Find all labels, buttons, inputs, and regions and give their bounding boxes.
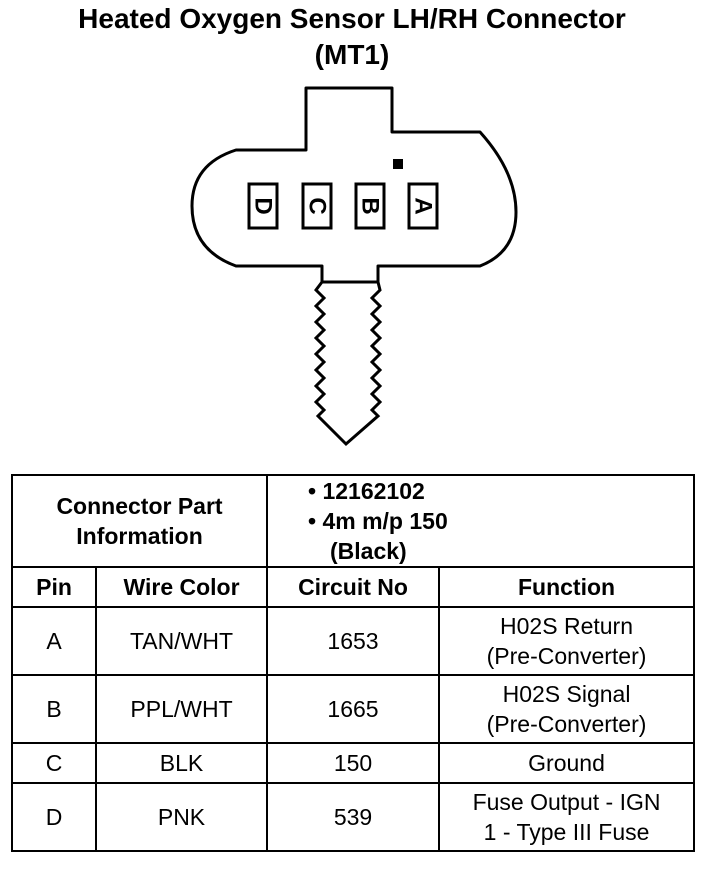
cell-circuit: 1665 [266,674,441,744]
part-info-label: Connector Part Information [10,474,269,568]
header-wire-color: Wire Color [94,566,269,608]
cell-wire-color: BLK [94,742,269,784]
pin-box-b: B [354,182,386,230]
table-row: B PPL/WHT 1665 H02S Signal (Pre-Converte… [11,674,696,744]
pin-box-a: A [407,182,439,230]
pin-label-b: B [357,197,384,214]
table-row: D PNK 539 Fuse Output - IGN 1 - Type III… [11,782,696,852]
cell-function: H02S Return (Pre-Converter) [438,606,696,676]
part-info-values: • 12162102 • 4m m/p 150 (Black) [266,474,696,568]
connector-info-table: Connector Part Information • 12162102 • … [10,474,696,852]
connector-body [190,86,518,284]
pin-label-a: A [410,197,437,214]
table-row: C BLK 150 Ground [11,742,696,784]
cell-function: Fuse Output - IGN 1 - Type III Fuse [438,782,696,852]
key-mark [393,159,403,169]
table-row: A TAN/WHT 1653 H02S Return (Pre-Converte… [11,606,696,676]
cell-function: Ground [438,742,696,784]
diagram-title: Heated Oxygen Sensor LH/RH Connector [78,3,626,34]
pin-label-d: D [250,197,277,214]
cell-pin: C [11,742,97,784]
part-terminal: • 4m m/p 150 [308,508,448,534]
connector-diagram: D C B A [190,86,518,447]
cell-pin: B [11,674,97,744]
pin-label-c: C [304,197,331,214]
part-color: (Black) [330,538,407,564]
cell-pin: D [11,782,97,852]
cell-circuit: 539 [266,782,441,852]
cell-circuit: 1653 [266,606,441,676]
header-circuit-no: Circuit No [266,566,441,608]
cell-function: H02S Signal (Pre-Converter) [438,674,696,744]
pin-box-c: C [301,182,333,230]
cell-wire-color: PNK [94,782,269,852]
pin-box-d: D [247,182,279,230]
header-function: Function [438,566,696,608]
connector-stem [313,281,383,447]
part-number: • 12162102 [308,478,425,504]
header-pin: Pin [11,566,97,608]
cell-circuit: 150 [266,742,441,784]
cell-wire-color: PPL/WHT [94,674,269,744]
cell-pin: A [11,606,97,676]
cell-wire-color: TAN/WHT [94,606,269,676]
diagram-subtitle: (MT1) [314,39,390,70]
